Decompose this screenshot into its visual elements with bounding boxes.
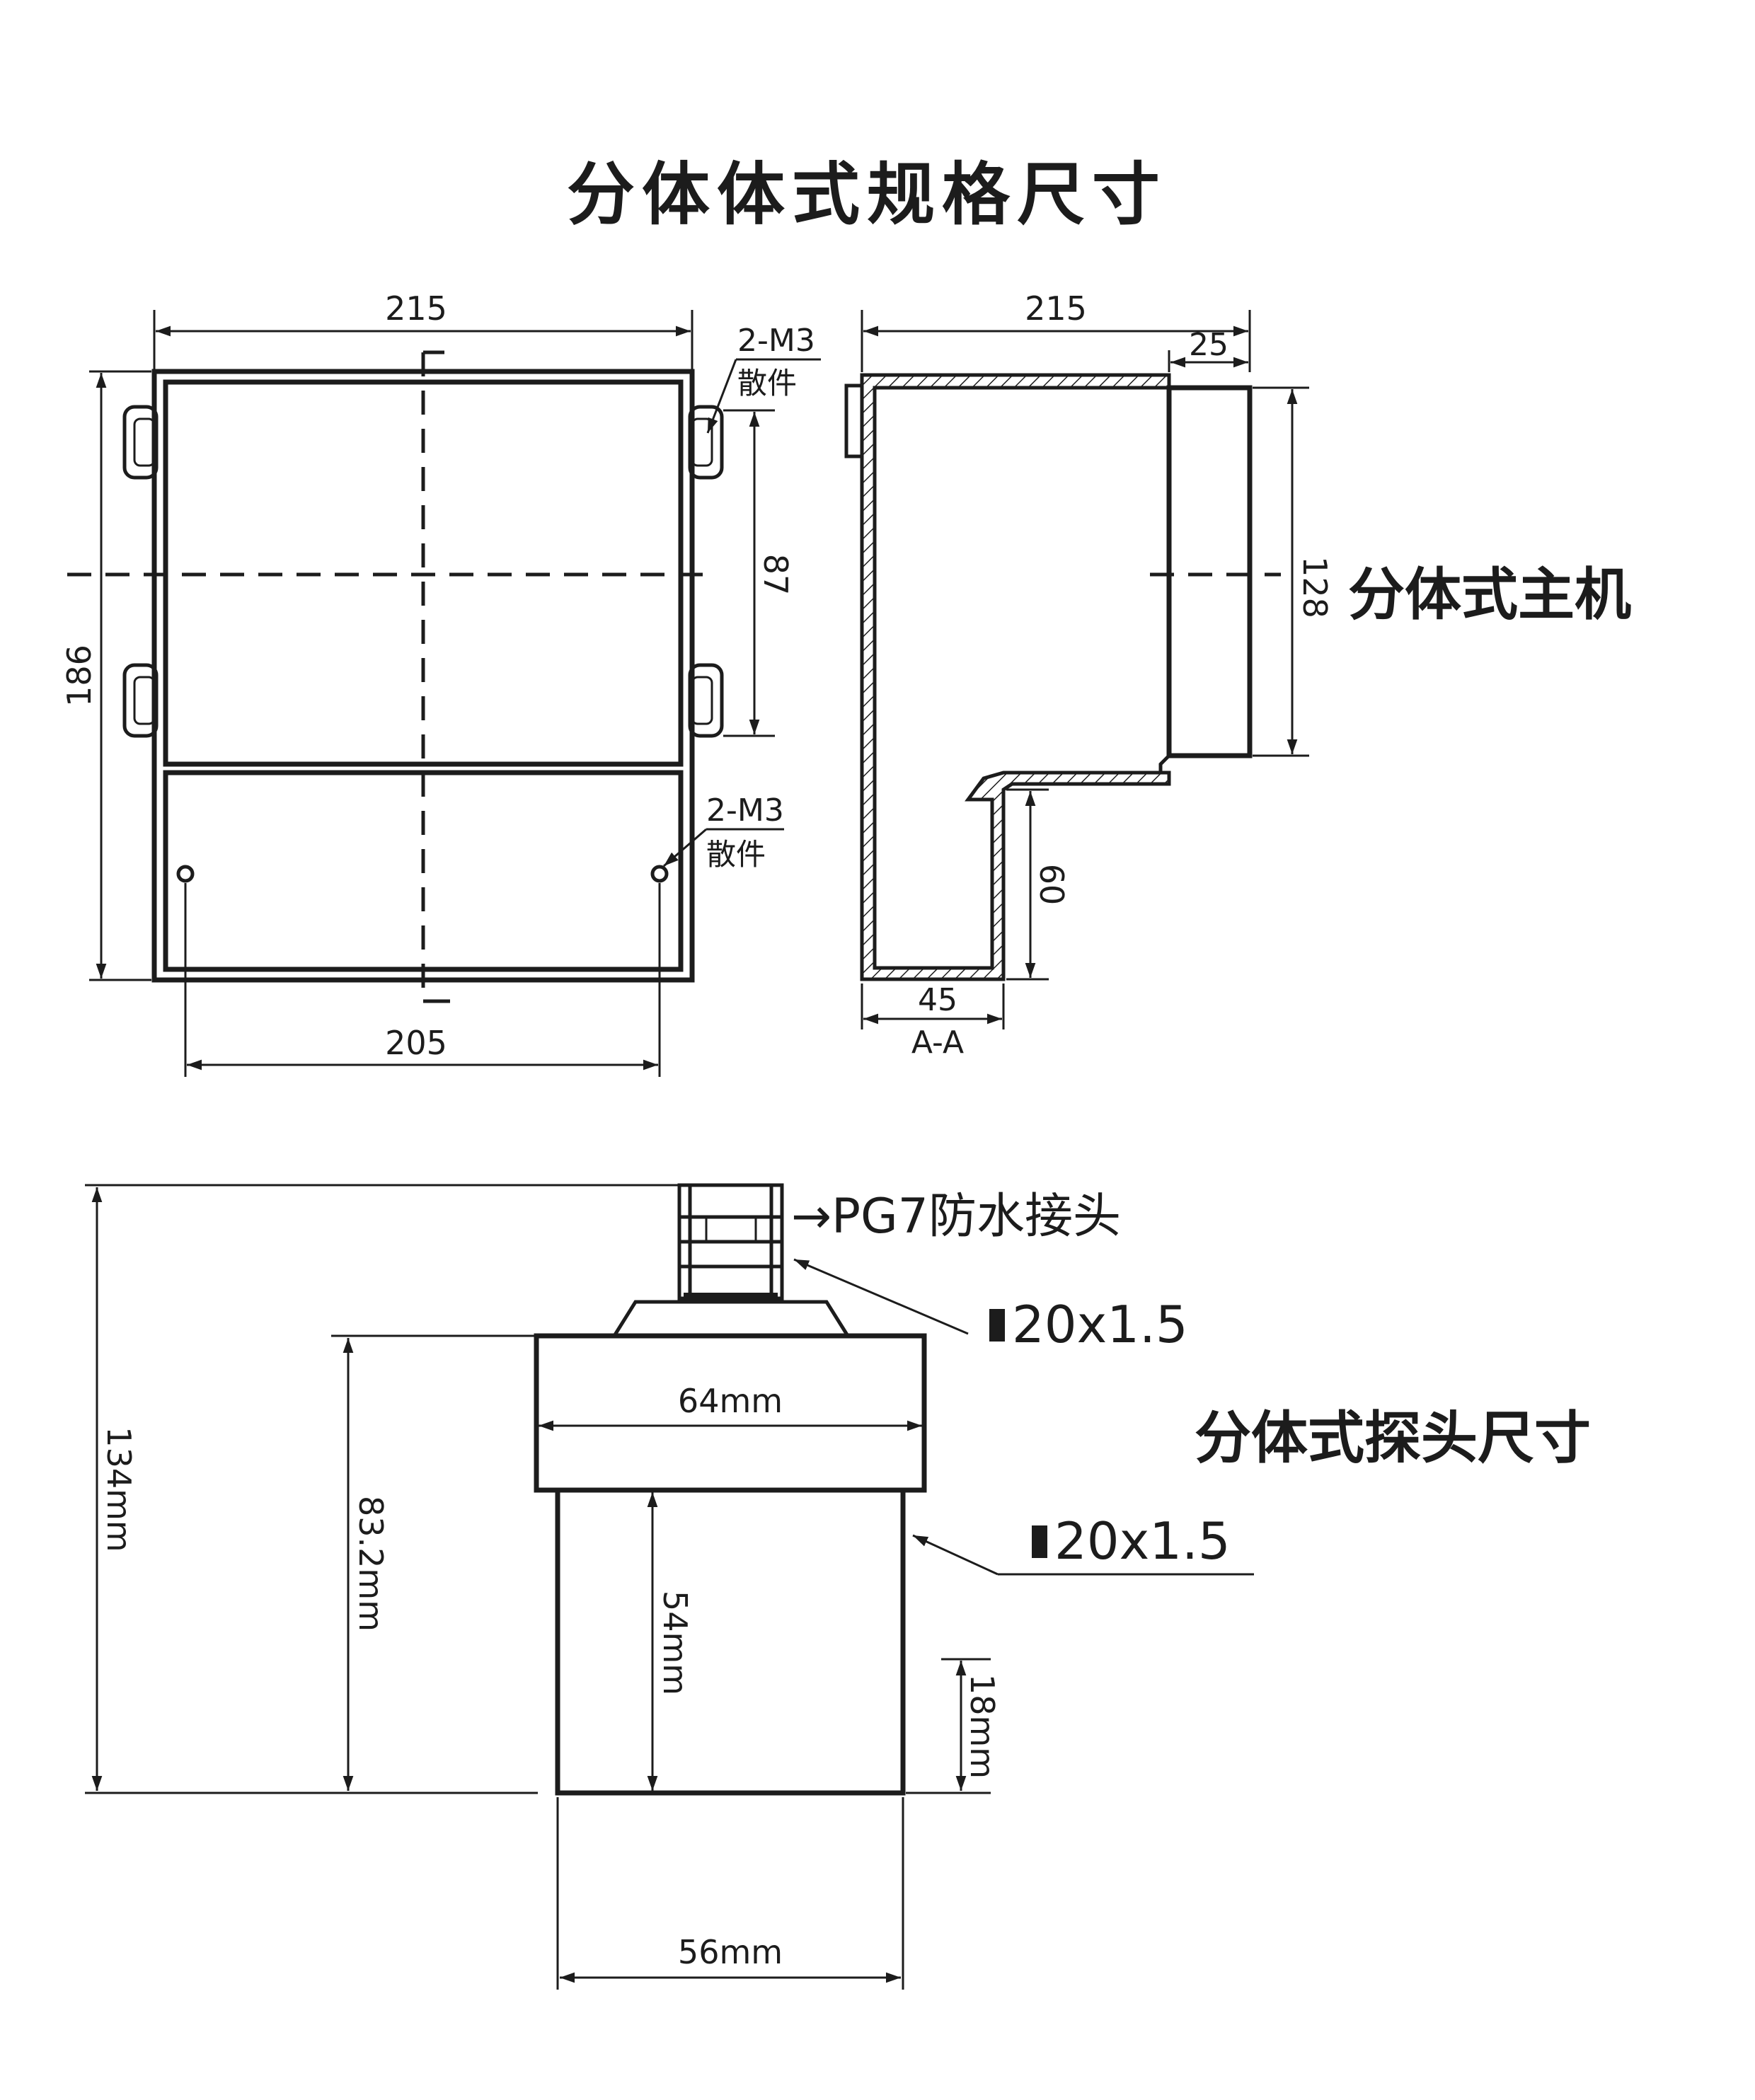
dim-probe-bottom: 18mm xyxy=(963,1674,1001,1779)
screw-label-bottom-note: 散件 xyxy=(706,837,766,872)
host-side-view: 215 25 128 60 45 A-A xyxy=(844,289,1334,1061)
section-label: A-A xyxy=(911,1025,964,1061)
screw-hole xyxy=(176,865,195,883)
wall-tab xyxy=(844,383,864,458)
dim-hole-spacing: 87 xyxy=(756,554,795,596)
screw-hole xyxy=(650,865,669,883)
dim-probe-diameter: 56mm xyxy=(678,1933,783,1971)
thread-label-side: 20x1.5 xyxy=(1054,1511,1231,1571)
connector-label: →PG7防水接头 xyxy=(791,1189,1121,1245)
dim-cover-height: 128 xyxy=(1296,556,1334,618)
probe-body xyxy=(555,1487,906,1796)
dim-hole-width: 205 xyxy=(385,1024,447,1062)
probe-label: 分体式探头尺寸 xyxy=(1195,1405,1591,1471)
dim-probe-total: 134mm xyxy=(100,1426,138,1552)
host-label: 分体式主机 xyxy=(1348,562,1631,628)
thread-label-top: 20x1.5 xyxy=(1012,1295,1188,1354)
dim-side-depth: 45 xyxy=(918,982,957,1018)
front-cover xyxy=(1166,385,1253,758)
dim-probe-lower: 54mm xyxy=(656,1591,694,1695)
mounting-ear xyxy=(688,663,724,738)
mounting-ear xyxy=(122,405,159,480)
mounting-ear xyxy=(122,663,159,738)
dim-cover-depth: 25 xyxy=(1189,327,1228,363)
dim-side-width: 215 xyxy=(1025,289,1087,328)
section-wall xyxy=(860,373,1171,981)
dim-step-height: 60 xyxy=(1032,864,1071,906)
page-title: 分体体式规格尺寸 xyxy=(567,155,1167,234)
host-front-view: 215 205 186 87 2-M3 散件 2-M3 散件 xyxy=(60,289,821,1077)
probe-shoulder xyxy=(612,1300,850,1337)
dim-front-width: 215 xyxy=(385,289,447,328)
dim-front-height: 186 xyxy=(60,645,98,707)
screw-label-bottom-size: 2-M3 xyxy=(706,792,784,829)
screw-label-top-note: 散件 xyxy=(737,366,797,400)
mounting-ear xyxy=(688,405,724,480)
probe-drawing: 134mm 83.2mm 64mm 54mm 18mm 56mm →PG7防水接… xyxy=(85,1183,1254,1990)
thread-symbol-icon xyxy=(1032,1525,1047,1558)
dim-probe-body: 83.2mm xyxy=(352,1496,390,1632)
screw-label-top-size: 2-M3 xyxy=(737,323,815,359)
thread-symbol-icon xyxy=(989,1309,1005,1342)
dim-probe-head: 64mm xyxy=(678,1382,783,1420)
